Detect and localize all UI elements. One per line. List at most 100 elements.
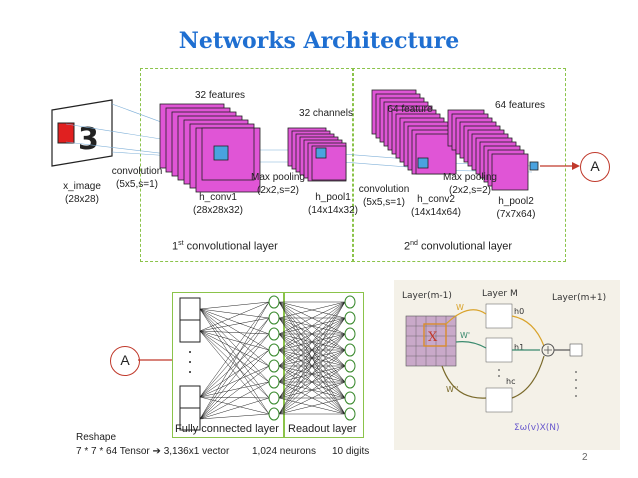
sketch-out-grid xyxy=(569,343,583,357)
sketch-h1: h1 xyxy=(514,343,524,352)
readout-edge xyxy=(278,301,346,399)
output-neuron xyxy=(344,375,356,389)
arrowhead-icon xyxy=(572,162,580,170)
output-neuron xyxy=(344,295,356,309)
readout-edge xyxy=(278,301,346,367)
readout-edge xyxy=(278,301,346,351)
h-conv1-label: h_conv1 xyxy=(199,192,237,203)
h-pool1-stack xyxy=(287,127,347,182)
fc-edge xyxy=(199,365,270,420)
output-neuron xyxy=(344,359,356,373)
readout-edge xyxy=(278,301,346,383)
fc-edge xyxy=(199,330,270,415)
pool2-label: Max pooling xyxy=(443,172,497,183)
output-neuron xyxy=(344,311,356,325)
layer2-caption: 2nd convolutional layer xyxy=(404,240,513,253)
fc-edge xyxy=(199,301,270,420)
sketch-w2: W' xyxy=(460,331,470,340)
hidden-neuron xyxy=(268,375,280,389)
hidden-neuron xyxy=(268,327,280,341)
readout-edge xyxy=(278,301,346,415)
features-64-label-a: 64 feature xyxy=(387,104,433,115)
hidden-neuron xyxy=(268,391,280,405)
fc-edge xyxy=(199,330,270,351)
h-conv1-size: (28x28x32) xyxy=(192,205,244,216)
fc-edge xyxy=(199,308,270,319)
sketch-w3: W'' xyxy=(446,385,458,394)
page-number: 2 xyxy=(582,452,588,463)
fc-edge xyxy=(199,349,270,420)
conv1-kernel xyxy=(213,145,229,161)
fc-edge xyxy=(199,396,270,399)
sketch-sum-node xyxy=(541,343,555,357)
sketch-w1: W xyxy=(456,303,464,312)
sketch-layer-next: Layer(m+1) xyxy=(552,293,606,303)
fc-edge xyxy=(199,317,270,332)
fc-edge xyxy=(199,333,270,398)
readout-edge xyxy=(278,301,346,335)
reshape-detail: 7 * 7 * 64 Tensor ➔ 3,136x1 vector xyxy=(76,446,230,457)
conv2-params: (5x5,s=1) xyxy=(363,197,405,208)
fc-edge xyxy=(199,308,270,399)
layer1-caption: 1st convolutional layer xyxy=(172,240,278,253)
conv1-label: convolution xyxy=(111,166,163,177)
hidden-neuron xyxy=(268,343,280,357)
arrow-right-icon: ➔ xyxy=(152,446,161,457)
output-neuron xyxy=(344,391,356,405)
input-vector xyxy=(179,297,201,431)
fc-edge xyxy=(199,308,270,335)
output-neurons xyxy=(344,295,356,421)
readout-layer-label: Readout layer xyxy=(288,423,357,435)
fc-edge xyxy=(199,330,270,399)
conv-layer-2-box xyxy=(352,68,566,262)
h-conv2-stack xyxy=(371,89,457,175)
digits-count: 10 digits xyxy=(332,446,370,457)
channels-32-label: 32 channels xyxy=(299,108,353,119)
conv1-params: (5x5,s=1) xyxy=(116,179,158,190)
neurons-count: 1,024 neurons xyxy=(252,446,316,457)
output-neuron xyxy=(344,343,356,357)
fc-edge xyxy=(199,301,270,332)
fc-edge xyxy=(199,330,270,367)
fc-layer-label: Fully connected layer xyxy=(175,423,279,435)
input-size: (28x28) xyxy=(65,194,99,205)
sketch-formula: Σω(v)X(N) xyxy=(514,423,560,433)
h-pool1-label: h_pool1 xyxy=(315,192,351,203)
hidden-neuron xyxy=(268,359,280,373)
sketch-input-grid: X xyxy=(405,315,457,367)
input-ellipsis xyxy=(189,351,191,373)
readout-edge xyxy=(278,349,346,415)
fc-edge xyxy=(199,308,270,367)
fc-edge xyxy=(199,308,270,415)
readout-edge xyxy=(278,397,346,415)
sketch-layer-m: Layer M xyxy=(482,289,518,299)
fc-edge xyxy=(199,301,270,398)
sketch-dots xyxy=(498,369,577,397)
fc-edge xyxy=(199,333,270,420)
pool1-kernel xyxy=(315,147,327,159)
hidden-neurons xyxy=(268,295,280,421)
handdrawn-sketch: Layer(m-1) Layer M Layer(m+1) X h0 h1 hc… xyxy=(394,280,620,450)
fc-edge xyxy=(199,349,270,398)
connector-a-bottom: A xyxy=(110,346,140,376)
cnn-diagram: 3 xyxy=(51,89,580,193)
h-pool1-size: (14x14x32) xyxy=(307,205,359,216)
sketch-h0: h0 xyxy=(514,307,524,316)
fc-edge xyxy=(199,308,270,383)
readout-edge xyxy=(278,381,346,415)
fc-edge xyxy=(199,330,270,335)
reshape-title: Reshape xyxy=(76,432,117,443)
h-conv2-label: h_conv2 xyxy=(417,194,455,205)
fc-edge xyxy=(199,381,270,398)
hidden-neuron xyxy=(268,311,280,325)
fc-edge xyxy=(199,413,270,420)
h-pool2-stack xyxy=(447,109,539,191)
sketch-layer-prev: Layer(m-1) xyxy=(402,291,452,301)
readout-edge xyxy=(278,333,346,415)
sketch-mid-grids xyxy=(485,303,513,413)
fc-edge xyxy=(199,317,270,420)
fc-edge xyxy=(199,396,270,415)
conv-layer-1-box xyxy=(140,68,354,262)
fc-edge xyxy=(199,397,270,420)
pool1-params: (2x2,s=2) xyxy=(257,185,299,196)
